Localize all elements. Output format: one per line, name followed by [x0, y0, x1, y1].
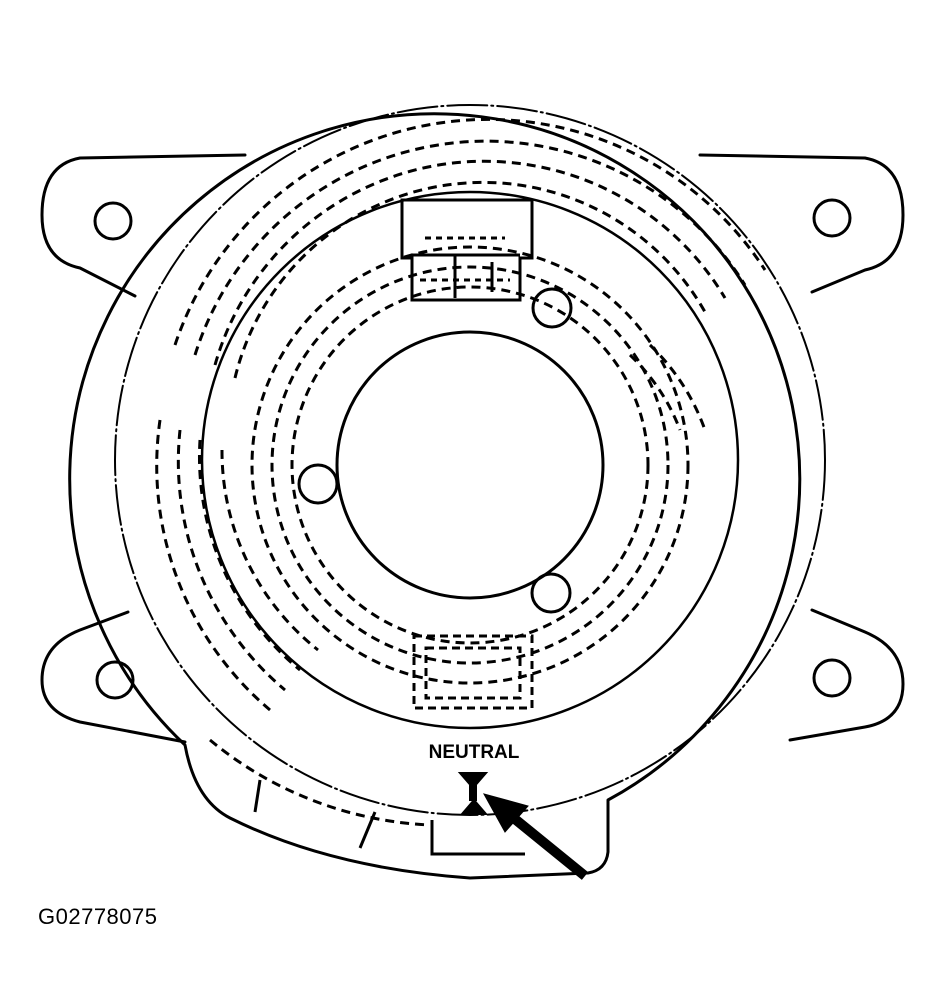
- left-ribbon-band-1: [155, 419, 271, 712]
- coil-ring-1: [290, 285, 650, 645]
- mounting-hole-bottom-left: [95, 660, 135, 700]
- mounting-flange-bottom-left: [40, 610, 187, 744]
- neutral-mark-icon: [457, 772, 489, 815]
- top-connector-frame: [400, 198, 534, 302]
- inner-ring-outer: [200, 190, 740, 730]
- coil-ring-2: [270, 265, 670, 665]
- mounting-hole-top-left: [93, 201, 133, 241]
- mounting-hole-bottom-right: [812, 658, 852, 698]
- pointer-arrow-icon: [482, 793, 589, 880]
- bottom-connector-inner: [424, 646, 522, 700]
- mounting-hole-top-right: [812, 198, 852, 238]
- upper-ribbon-band-4: [233, 180, 707, 379]
- hub-pin-bottom: [530, 572, 572, 614]
- neutral-tab: [430, 820, 525, 856]
- hub-pin-top: [531, 287, 573, 329]
- neutral-label: NEUTRAL: [429, 742, 520, 763]
- mounting-flange-bottom-right: [788, 608, 905, 742]
- figure-id: G02778075: [38, 904, 158, 929]
- housing-outer: [68, 112, 802, 880]
- hub-pin-left: [297, 463, 339, 505]
- right-ribbon-band-2: [628, 353, 682, 431]
- bottom-connector-outer: [412, 634, 534, 710]
- left-ribbon-band-2: [176, 429, 286, 692]
- coil-ring-3: [250, 245, 690, 685]
- right-ribbon-band-1: [648, 343, 707, 431]
- bottom-ribbon-band: [209, 738, 431, 827]
- mounting-flange-top-right: [698, 153, 905, 294]
- left-ribbon-band-3: [197, 439, 301, 672]
- upper-ribbon-band-1: [173, 117, 767, 346]
- steering-hub: [335, 330, 605, 600]
- mounting-flange-top-left: [40, 153, 247, 298]
- upper-ribbon-band-2: [193, 139, 747, 356]
- left-ribbon-band-4: [220, 449, 319, 652]
